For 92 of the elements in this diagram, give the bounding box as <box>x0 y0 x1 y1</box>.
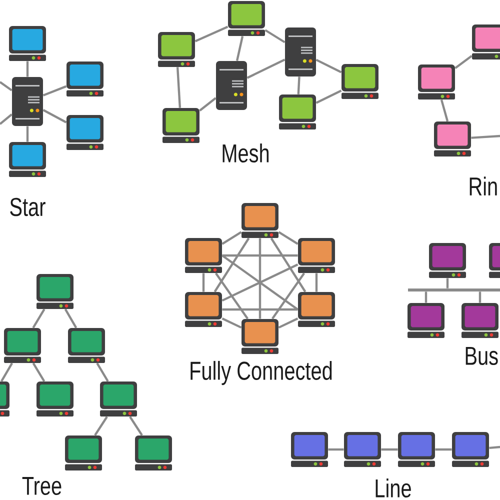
connector-line <box>278 231 298 245</box>
connector-line <box>42 109 67 124</box>
connector-line <box>199 97 216 112</box>
server-icon <box>216 61 247 110</box>
computer-icon <box>344 432 381 467</box>
topology-label: Mesh <box>222 144 269 163</box>
connector-line <box>214 272 249 320</box>
connector-line <box>440 99 449 122</box>
computer-icon <box>4 328 41 363</box>
connector-line <box>435 448 452 451</box>
connector-line <box>0 81 12 92</box>
computer-icon <box>472 24 500 60</box>
connector-line <box>222 317 242 329</box>
computer-icon <box>418 64 455 100</box>
computer-icon <box>291 432 328 467</box>
connector-line <box>328 448 344 451</box>
computer-icon <box>408 303 444 338</box>
computer-icon <box>0 382 10 416</box>
bus-line <box>408 288 500 292</box>
connector-line <box>32 362 46 382</box>
connector-line <box>297 76 300 94</box>
connector-line <box>176 67 182 108</box>
computer-icon <box>279 94 316 130</box>
connector-line <box>26 126 29 142</box>
computer-icon <box>162 108 200 143</box>
connector-line <box>32 308 46 328</box>
computer-icon <box>228 1 265 36</box>
topology-label: Tree <box>22 476 62 496</box>
computer-icon <box>429 243 466 278</box>
connector-line <box>236 36 244 61</box>
connector-line <box>270 238 306 292</box>
topology-label: Fully Connected <box>190 360 332 386</box>
computer-icon <box>185 292 222 327</box>
connector-line <box>129 416 143 436</box>
connector-line <box>424 292 428 303</box>
connector-line <box>222 254 298 257</box>
connector-line <box>381 448 398 451</box>
connector-line <box>271 272 306 320</box>
connector-line <box>0 114 12 125</box>
connector-line <box>96 362 109 382</box>
connector-line <box>222 308 298 311</box>
connector-line <box>194 26 228 42</box>
computer-icon <box>398 432 435 467</box>
computer-icon <box>452 432 489 467</box>
computer-icon <box>434 122 471 156</box>
computer-icon <box>298 238 335 273</box>
computer-icon <box>66 62 104 96</box>
connector-line <box>446 278 449 288</box>
computer-icon <box>242 319 278 354</box>
connector-line <box>222 231 242 245</box>
connector-line <box>489 446 500 450</box>
computer-icon <box>462 303 498 338</box>
connector-line <box>258 238 262 319</box>
computer-icon <box>9 142 46 177</box>
connector-line <box>214 238 250 292</box>
computer-icon <box>185 238 222 273</box>
connector-line <box>264 29 286 44</box>
connector-line <box>315 273 318 292</box>
computer-icon <box>36 274 74 309</box>
connector-line <box>202 273 205 292</box>
topology-label: Rin <box>470 176 497 196</box>
topology-label: Star <box>10 198 46 216</box>
topology-label: Line <box>376 478 411 498</box>
connector-line <box>222 263 298 302</box>
connector-line <box>454 54 472 69</box>
computer-icon <box>68 328 105 363</box>
computer-icon <box>36 382 74 416</box>
connector-line <box>42 85 67 96</box>
computer-icon <box>242 203 278 238</box>
computer-icon <box>66 115 104 150</box>
computer-icon <box>298 292 335 327</box>
connector-line <box>64 308 78 328</box>
connector-line <box>471 134 500 139</box>
server-icon <box>12 77 43 126</box>
connector-line <box>222 254 298 310</box>
connector-line <box>278 317 298 329</box>
computer-icon <box>342 64 378 99</box>
computer-icon <box>158 32 195 67</box>
connector-line <box>246 58 286 79</box>
server-icon <box>285 28 316 76</box>
computer-icon <box>65 436 102 470</box>
connector-line <box>316 90 342 104</box>
connector-line <box>478 292 482 303</box>
computer-icon <box>100 382 137 416</box>
computer-icon <box>135 436 172 470</box>
connector-line <box>94 416 108 436</box>
computer-icon <box>9 26 46 61</box>
connector-line <box>316 58 342 74</box>
connector-line <box>26 61 29 77</box>
computer-icon <box>489 243 500 278</box>
topology-label: Bus <box>466 346 498 366</box>
connector-line <box>0 362 14 382</box>
